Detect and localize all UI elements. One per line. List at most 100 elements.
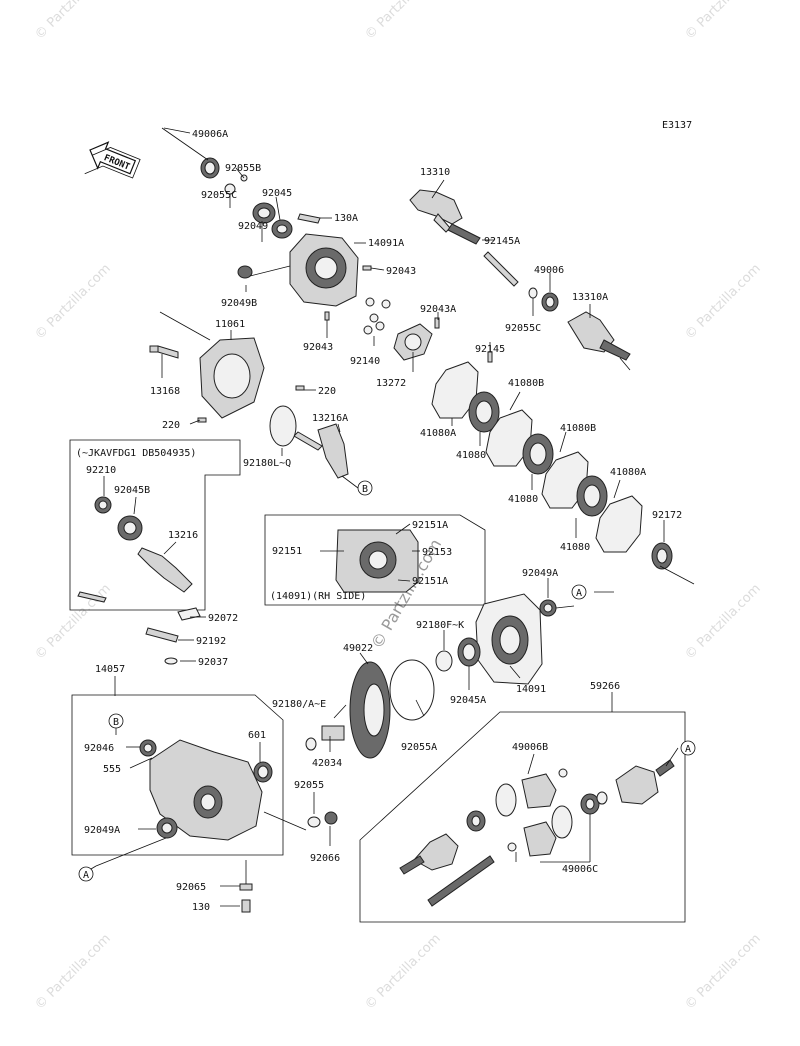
- part-label: 92055A: [401, 742, 437, 753]
- center-assembly: [305, 593, 557, 759]
- part-label: 13272: [376, 378, 406, 389]
- part-label: 92055C: [505, 323, 541, 334]
- part-label: 92049B: [221, 298, 257, 309]
- case-group-box: [71, 694, 284, 856]
- marker-b: [357, 480, 373, 496]
- part-label: 601: [248, 730, 266, 741]
- part-label: 49006B: [512, 742, 548, 753]
- part-label: 41080B: [560, 423, 596, 434]
- part-label: 92037: [198, 657, 228, 668]
- part-label: 92045: [262, 188, 292, 199]
- watermark: © Partzilla.com: [682, 0, 764, 43]
- watermark: © Partzilla.com: [32, 581, 114, 663]
- part-label: 14091A: [368, 238, 404, 249]
- part-label: 42034: [312, 758, 342, 769]
- part-label: 92140: [350, 356, 380, 367]
- part-label: 92145A: [484, 236, 520, 247]
- watermark: © Partzilla.com: [682, 581, 764, 663]
- part-label: 13216A: [312, 413, 348, 424]
- parts-upper-left: [149, 157, 372, 423]
- part-label: 92049: [238, 221, 268, 232]
- part-label: 220: [162, 420, 180, 431]
- part-label: 92046: [84, 743, 114, 754]
- diagram-code: E3137: [662, 120, 692, 131]
- watermark: © Partzilla.com: [32, 261, 114, 343]
- watermark: © Partzilla.com: [32, 0, 114, 43]
- part-label: 92045A: [450, 695, 486, 706]
- part-label: 92055B: [225, 163, 261, 174]
- inset-rh-side-caption: (14091)(RH SIDE): [270, 591, 366, 602]
- part-label: 92055: [294, 780, 324, 791]
- part-label: 49006C: [562, 864, 598, 875]
- part-label: 13168: [150, 386, 180, 397]
- part-label: 13216: [168, 530, 198, 541]
- part-label: 49006: [534, 265, 564, 276]
- marker-a: [571, 584, 587, 600]
- part-label: 41080A: [610, 467, 646, 478]
- part-label: 11061: [215, 319, 245, 330]
- part-label: 92066: [310, 853, 340, 864]
- watermark: © Partzilla.com: [32, 931, 114, 1013]
- part-label: 49022: [343, 643, 373, 654]
- driveshaft-assembly: [399, 759, 675, 907]
- part-label: 92049A: [522, 568, 558, 579]
- part-label: 14057: [95, 664, 125, 675]
- watermark: © Partzilla.com: [682, 261, 764, 343]
- marker-a-label: A: [685, 744, 691, 755]
- watermark: © Partzilla.com: [362, 931, 444, 1013]
- watermark: © Partzilla.com: [362, 0, 444, 43]
- part-label: 92151A: [412, 520, 448, 531]
- part-label: 41080B: [508, 378, 544, 389]
- part-label: 92180F~K: [416, 620, 464, 631]
- front-arrow-icon: FRONT: [84, 141, 141, 179]
- driveshaft-group-box: [359, 711, 686, 923]
- part-label: 41080: [456, 450, 486, 461]
- part-label: 14091: [516, 684, 546, 695]
- part-label: 92172: [652, 510, 682, 521]
- part-label: 555: [103, 764, 121, 775]
- part-label: 92153: [422, 547, 452, 558]
- parts-upper-right: [363, 189, 631, 363]
- inset-variant-box: (~JKAVFDG1 DB504935): [69, 439, 241, 611]
- part-label: 130A: [334, 213, 358, 224]
- part-label: 92180/A~E: [272, 699, 326, 710]
- part-label: 92192: [196, 636, 226, 647]
- marker-b-label: B: [113, 717, 119, 728]
- part-label: 92055C: [201, 190, 237, 201]
- part-label: 41080: [560, 542, 590, 553]
- part-label: 92180L~Q: [243, 458, 291, 469]
- part-label: 220: [318, 386, 336, 397]
- part-label: 41080: [508, 494, 538, 505]
- part-label: 92151: [272, 546, 302, 557]
- variant-parts: [94, 496, 193, 593]
- part-label: 92049A: [84, 825, 120, 836]
- marker-a-label: A: [576, 588, 582, 599]
- marker-a: [78, 866, 94, 882]
- part-label: 92043: [303, 342, 333, 353]
- part-label: 92151A: [412, 576, 448, 587]
- part-label: 49006A: [192, 129, 228, 140]
- marker-b: [108, 713, 124, 729]
- watermark: © Partzilla.com: [682, 931, 764, 1013]
- marker-b-label: B: [362, 484, 368, 495]
- inset-rh-side-box: (14091)(RH SIDE): [264, 514, 486, 606]
- part-label: 13310: [420, 167, 450, 178]
- watermark-layer: © Partzilla.com © Partzilla.com © Partzi…: [32, 0, 764, 1013]
- marker-a-label: A: [83, 870, 89, 881]
- inset-variant-caption: (~JKAVFDG1 DB504935): [76, 448, 196, 459]
- part-label: 92072: [208, 613, 238, 624]
- case-assembly: [77, 591, 338, 913]
- rh-side-cover: [335, 529, 419, 593]
- part-label: 92210: [86, 465, 116, 476]
- clutch-plates: [269, 361, 673, 570]
- part-label: 41080A: [420, 428, 456, 439]
- part-label: 92145: [475, 344, 505, 355]
- part-label: 92043A: [420, 304, 456, 315]
- marker-group: B A B A A: [78, 480, 696, 882]
- part-labels: 49006A 92055B 92055C 92045 130A 92049 14…: [84, 129, 682, 913]
- part-label: 13310A: [572, 292, 608, 303]
- part-label: 92065: [176, 882, 206, 893]
- part-label: 92045B: [114, 485, 150, 496]
- part-label: 130: [192, 902, 210, 913]
